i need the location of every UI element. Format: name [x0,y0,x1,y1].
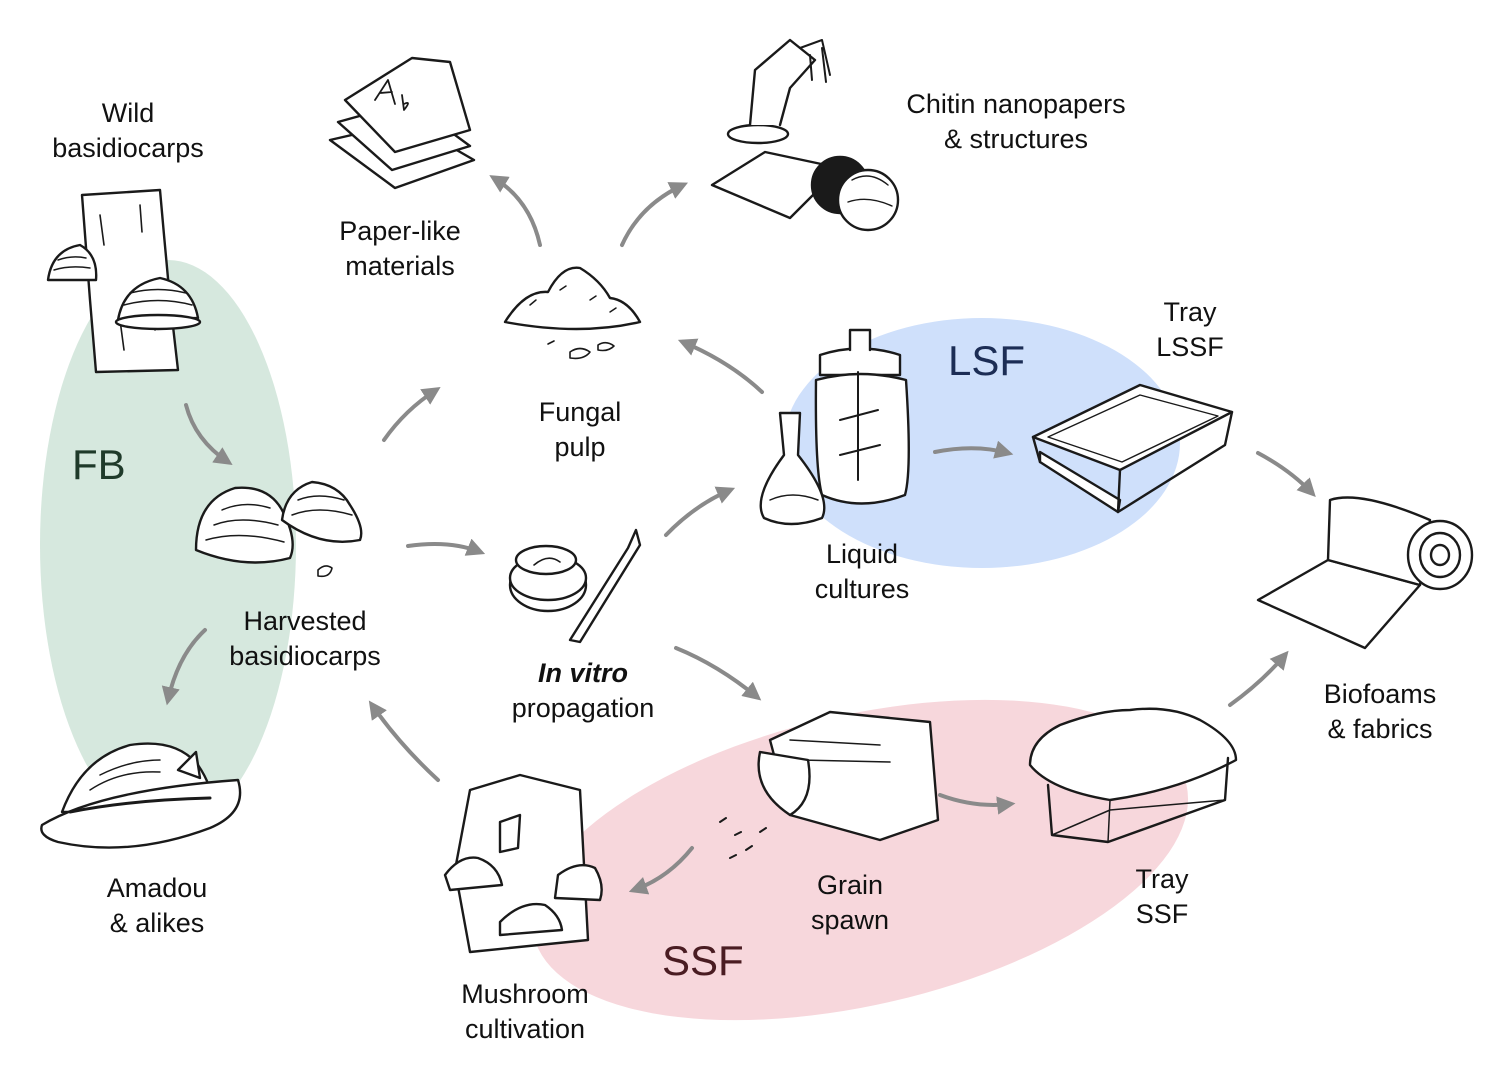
tray-lssf-icon [1031,383,1234,514]
felt-hat-icon [40,742,242,849]
arrow-liquid-to-pulp [677,338,764,394]
arrow-invitro-to-liquid [664,486,736,537]
fb-region-label: FB [72,441,126,488]
arrow-pulp-to-paper [489,175,542,247]
arrow-harvested-to-amadou [161,628,207,706]
arrow-harvested-to-invitro [406,538,486,556]
rolled-fabric-icon [1256,496,1474,650]
tree-trunk-bracket-fungi-icon [46,188,202,374]
arrow-mushroom-to-harvested [368,700,440,782]
biofoams-label: Biofoams& fabrics [1323,679,1437,744]
arrow-wild-to-harvested [184,403,233,466]
harvested-mushrooms-icon [194,480,363,578]
arrow-liquid-to-tray-lssf [933,440,1014,459]
arrow-grain-to-tray-ssf [938,793,1016,815]
arrow-grain-to-mushroom [628,846,694,895]
fb-region [40,260,296,830]
arrow-harvested-to-pulp [382,387,441,442]
tray-ssf-icon [1028,707,1238,844]
arrow-invitro-to-grain [674,646,762,701]
paper-sheets-icon [328,56,476,190]
amadou-label: Amadou& alikes [106,873,208,938]
arrow-tray-lssf-to-biofoams [1256,451,1316,497]
ssf-region-label: SSF [662,937,744,984]
grain-bag-icon [719,710,940,859]
petri-dish-scalpel-icon [508,528,642,644]
bioreactor-flask-icon [759,328,910,526]
arrow-pulp-to-chitin [620,182,689,247]
arrow-tray-ssf-to-biofoams [1228,650,1289,707]
ssf-region [531,699,1189,1021]
lsf-region-label: LSF [948,337,1026,384]
grow-bag-icon [443,773,603,954]
robotic-arm-icon [710,38,900,232]
pulp-pile-icon [503,266,642,360]
chitin-label: Chitin nanopapers& structures [906,89,1126,154]
